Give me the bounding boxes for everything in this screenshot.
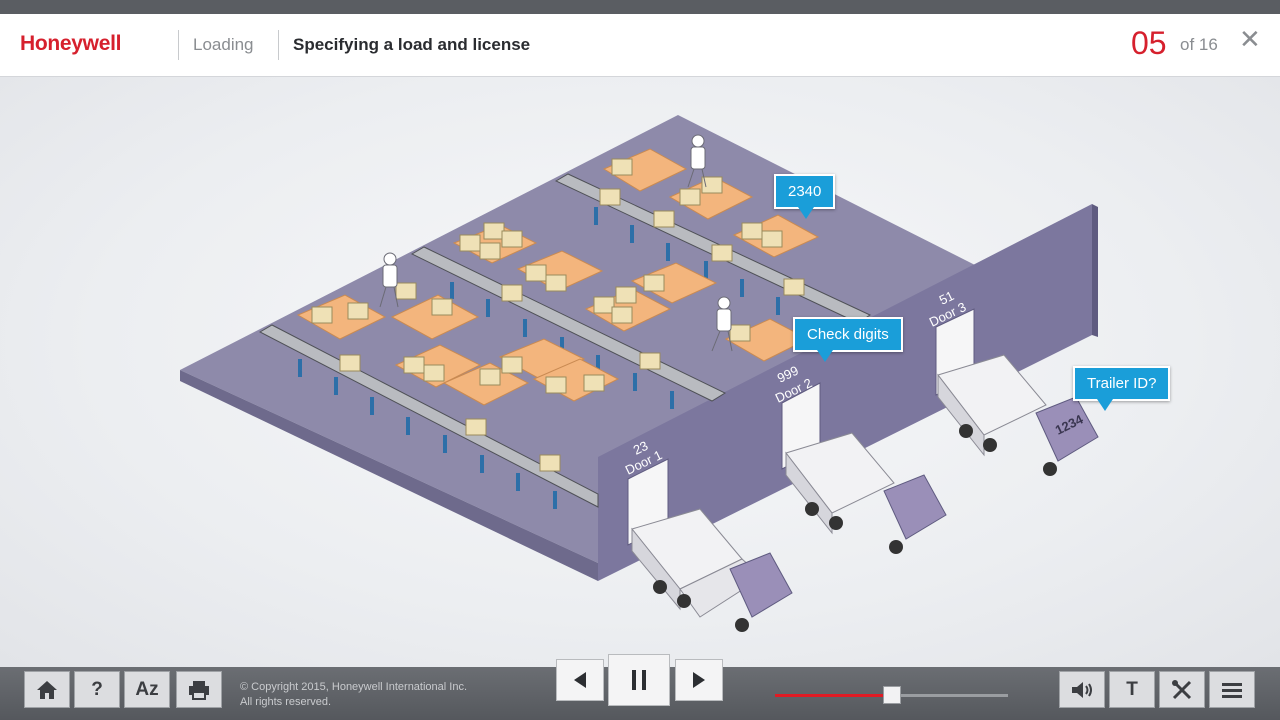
home-icon (37, 680, 57, 699)
progress-bar[interactable] (775, 686, 1008, 704)
loading-dock-wall (598, 204, 1092, 581)
header-divider (278, 30, 279, 60)
transcript-button[interactable]: T (1109, 671, 1155, 708)
check-digits-callout[interactable]: Check digits (793, 317, 903, 362)
warehouse-illustration: 23 Door 1 999 Door 2 51 Door 3 1234 2340… (0, 77, 1280, 667)
license-callout[interactable]: 2340 (774, 174, 836, 219)
truck-door-1 (631, 508, 793, 632)
warehouse-workers (379, 134, 733, 352)
copyright-notice: © Copyright 2015, Honeywell Internationa… (240, 680, 467, 710)
wall-edge (1092, 204, 1098, 337)
transcript-icon: T (1126, 678, 1138, 700)
close-icon[interactable]: ✕ (1239, 24, 1261, 54)
trailer-id-callout-label: Trailer ID? (1087, 375, 1157, 392)
volume-button[interactable] (1059, 671, 1105, 708)
check-digits-callout-label: Check digits (807, 326, 889, 343)
truck-door-3 (937, 354, 1099, 476)
print-button[interactable] (176, 671, 222, 708)
previous-button[interactable] (556, 659, 604, 701)
header-divider (178, 30, 179, 60)
door-1-number: 23 (631, 438, 651, 458)
course-header: Honeywell Loading Specifying a load and … (0, 14, 1280, 77)
truck-door-2 (785, 432, 947, 554)
printer-icon (189, 680, 209, 700)
warehouse-scene: 23 Door 1 999 Door 2 51 Door 3 1234 (180, 115, 1099, 632)
pause-button[interactable] (608, 654, 670, 706)
window-top-strip (0, 0, 1280, 14)
previous-icon (574, 672, 586, 688)
conveyor-legs (298, 207, 780, 509)
menu-button[interactable] (1209, 671, 1255, 708)
glossary-button[interactable]: Az (124, 671, 170, 708)
copyright-line-2: All rights reserved. (240, 696, 332, 708)
tools-button[interactable] (1159, 671, 1205, 708)
pause-icon (632, 670, 646, 690)
next-button[interactable] (675, 659, 723, 701)
progress-handle[interactable] (882, 686, 901, 704)
page-number-total: of 16 (1180, 35, 1218, 54)
cargo-boxes (311, 158, 805, 472)
progress-fill (775, 694, 892, 697)
copyright-line-1: © Copyright 2015, Honeywell Internationa… (240, 681, 468, 693)
honeywell-logo: Honeywell (20, 32, 122, 55)
home-button[interactable] (24, 671, 70, 708)
trailer-id-callout[interactable]: Trailer ID? (1073, 366, 1171, 411)
player-footer: ? Az © Copyright 2015, Honeywell Interna… (0, 654, 1280, 720)
dock-doors (627, 308, 975, 546)
speaker-icon (1072, 681, 1092, 698)
trucks (631, 354, 1099, 632)
door-3-number: 51 (937, 288, 957, 308)
floor-edge (180, 370, 598, 581)
glossary-icon: Az (135, 678, 159, 700)
page-title: Specifying a load and license (293, 35, 531, 54)
page-number-current: 05 (1131, 25, 1167, 61)
license-callout-label: 2340 (788, 183, 822, 200)
help-icon: ? (91, 678, 103, 700)
hamburger-menu-icon (1222, 682, 1242, 698)
help-button[interactable]: ? (74, 671, 120, 708)
tools-icon (1172, 679, 1192, 699)
section-name: Loading (193, 35, 254, 54)
next-icon (693, 672, 705, 688)
